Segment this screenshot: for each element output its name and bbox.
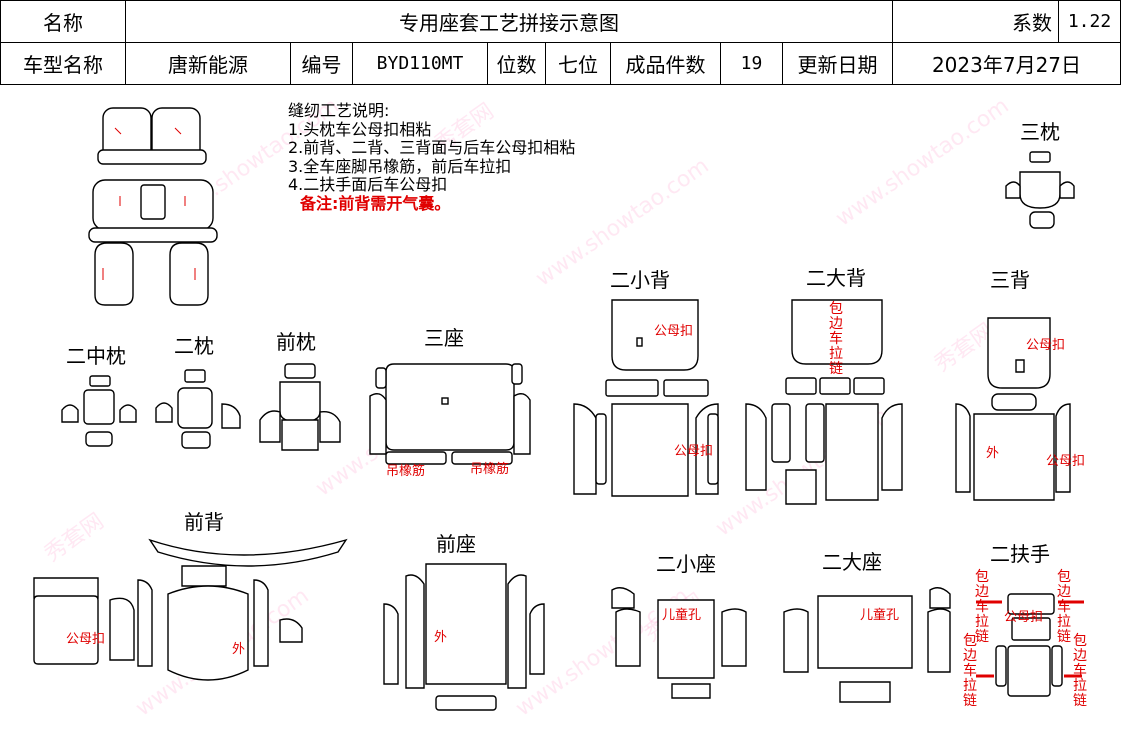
seats-label: 位数 xyxy=(487,42,546,85)
annotation-outer: 外 xyxy=(232,642,246,657)
annotation-edge-zip: 包边车拉链 xyxy=(963,633,977,709)
notes-line: 3.全车座脚吊橡筋，前后车拉扣 xyxy=(288,156,512,176)
part-label-third-back: 三背 xyxy=(990,268,1030,292)
third-back-pattern xyxy=(955,317,1071,501)
seats-value: 七位 xyxy=(545,42,611,85)
update-label: 更新日期 xyxy=(782,42,893,85)
part-label-second-large-back: 二大背 xyxy=(806,266,866,290)
annotation-snap: 公母扣 xyxy=(1026,338,1066,353)
annotation-outer: 外 xyxy=(434,630,448,645)
second-small-back-pattern xyxy=(573,299,719,497)
coef-value: 1.22 xyxy=(1058,0,1121,43)
annotation-snap: 公母扣 xyxy=(674,444,714,459)
annotation-snap: 公母扣 xyxy=(1046,454,1086,469)
part-label-second-middle-pillow: 二中枕 xyxy=(66,344,126,368)
annotation-edge-zip: 包边车拉链 xyxy=(829,301,843,377)
annotation-outer: 外 xyxy=(986,446,1000,461)
code-value: BYD110MT xyxy=(352,42,488,85)
annotation-elastic: 吊橡筋 xyxy=(470,462,510,477)
part-label-second-small-back: 二小背 xyxy=(610,268,670,292)
annotation-child-hole: 儿童孔 xyxy=(662,608,702,623)
code-label: 编号 xyxy=(290,42,353,85)
second-large-back-pattern xyxy=(745,299,903,505)
coef-label: 系数 xyxy=(892,0,1059,43)
third-seat-pattern xyxy=(369,363,531,465)
annotation-snap: 公母扣 xyxy=(654,324,694,339)
part-label-third-seat: 三座 xyxy=(424,326,464,350)
update-value: 2023年7月27日 xyxy=(892,42,1121,85)
notes-line: 2.前背、二背、三背面与后车公母扣相粘 xyxy=(288,138,576,157)
header-table: 名称 专用座套工艺拼接示意图 系数 1.22 车型名称 唐新能源 编号 BYD1… xyxy=(0,0,1121,85)
front-pillow-pattern xyxy=(259,363,341,451)
part-label-second-pillow: 二枕 xyxy=(174,334,214,358)
annotation-snap: 公母扣 xyxy=(1004,610,1044,625)
notes-line: 4.二扶手面后车公母扣 xyxy=(288,175,448,194)
annotation-snap: 公母扣 xyxy=(66,632,106,647)
annotation-edge-zip: 包边车拉链 xyxy=(1057,569,1071,645)
part-label-front-back: 前背 xyxy=(184,510,224,534)
part-label-second-armrest: 二扶手 xyxy=(990,542,1050,566)
annotation-edge-zip: 包边车拉链 xyxy=(975,569,989,645)
second-large-seat-pattern xyxy=(783,587,951,703)
pattern-diagram xyxy=(33,107,1084,711)
notes-heading: 缝纫工艺说明: xyxy=(288,101,390,120)
annotation-elastic: 吊橡筋 xyxy=(386,464,426,479)
part-label-front-pillow: 前枕 xyxy=(276,330,316,354)
second-middle-pillow-pattern xyxy=(61,375,137,447)
document-title: 专用座套工艺拼接示意图 xyxy=(125,0,893,43)
third-pillow-pattern xyxy=(1005,151,1075,229)
name-label: 名称 xyxy=(0,0,126,43)
annotation-child-hole: 儿童孔 xyxy=(860,608,900,623)
seat-overview xyxy=(88,107,218,306)
part-label-front-seat: 前座 xyxy=(436,532,476,556)
notes-line: 1.头枕车公母扣相粘 xyxy=(288,119,432,139)
model-label: 车型名称 xyxy=(0,42,126,85)
sewing-notes: 缝纫工艺说明: 1.头枕车公母扣相粘 2.前背、二背、三背面与后车公母扣相粘 3… xyxy=(288,101,576,213)
part-label-second-small-seat: 二小座 xyxy=(656,552,716,576)
second-small-seat-pattern xyxy=(611,587,747,699)
second-armrest-pattern xyxy=(976,593,1084,697)
notes-remark: 备注:前背需开气囊。 xyxy=(300,193,451,213)
pieces-value: 19 xyxy=(720,42,783,85)
front-seat-pattern xyxy=(383,563,545,711)
front-back-pattern xyxy=(33,538,348,681)
annotation-edge-zip: 包边车拉链 xyxy=(1073,633,1087,709)
second-pillow-pattern xyxy=(155,369,241,449)
part-label-third-pillow: 三枕 xyxy=(1020,120,1060,144)
pieces-label: 成品件数 xyxy=(610,42,721,85)
part-label-second-large-seat: 二大座 xyxy=(822,550,882,574)
model-value: 唐新能源 xyxy=(125,42,291,85)
